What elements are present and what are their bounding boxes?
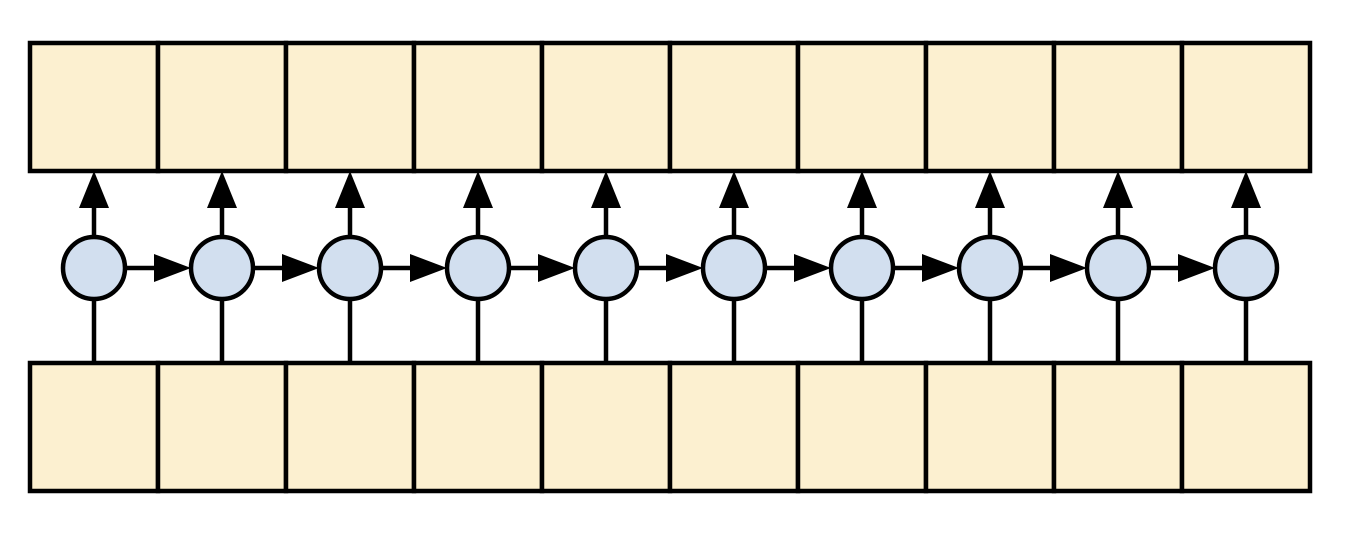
top-cell-3 (283, 40, 417, 174)
chain-arrowhead-4 (538, 254, 575, 282)
hidden-node-6 (700, 234, 768, 302)
hidden-node-9 (1084, 234, 1152, 302)
hidden-node-3 (316, 234, 384, 302)
top-cell-9 (1051, 40, 1185, 174)
up-arrowhead-1 (79, 171, 109, 208)
bottom-cell-3 (283, 360, 417, 494)
bottom-cell-1 (27, 360, 161, 494)
up-arrowhead-9 (1103, 171, 1133, 208)
hidden-node-8 (956, 234, 1024, 302)
bottom-cell-6 (667, 360, 801, 494)
hidden-node-2 (188, 234, 256, 302)
hidden-node-10 (1212, 234, 1280, 302)
bottom-cell-10 (1179, 360, 1313, 494)
bottom-cell-7 (795, 360, 929, 494)
top-cell-8 (923, 40, 1057, 174)
bottom-cell-8 (923, 360, 1057, 494)
top-cell-7 (795, 40, 929, 174)
up-arrowhead-7 (847, 171, 877, 208)
chain-arrowhead-6 (794, 254, 831, 282)
bottom-cell-2 (155, 360, 289, 494)
up-arrowhead-3 (335, 171, 365, 208)
top-cell-4 (411, 40, 545, 174)
hidden-node-4 (444, 234, 512, 302)
bottom-cell-4 (411, 360, 545, 494)
hidden-node-1 (60, 234, 128, 302)
top-cell-2 (155, 40, 289, 174)
bottom-cell-9 (1051, 360, 1185, 494)
hidden-node-5 (572, 234, 640, 302)
chain-arrowhead-7 (922, 254, 959, 282)
up-arrowhead-8 (975, 171, 1005, 208)
chain-arrowhead-5 (666, 254, 703, 282)
hidden-node-7 (828, 234, 896, 302)
chain-arrowhead-3 (410, 254, 447, 282)
top-cell-5 (539, 40, 673, 174)
chain-arrowhead-1 (154, 254, 191, 282)
up-arrowhead-10 (1231, 171, 1261, 208)
up-arrowhead-2 (207, 171, 237, 208)
chain-arrowhead-9 (1178, 254, 1215, 282)
top-cell-6 (667, 40, 801, 174)
up-arrowhead-4 (463, 171, 493, 208)
up-arrowhead-5 (591, 171, 621, 208)
bottom-cell-5 (539, 360, 673, 494)
top-cell-1 (27, 40, 161, 174)
up-arrowhead-6 (719, 171, 749, 208)
top-cell-10 (1179, 40, 1313, 174)
chain-arrowhead-2 (282, 254, 319, 282)
chain-arrowhead-8 (1050, 254, 1087, 282)
